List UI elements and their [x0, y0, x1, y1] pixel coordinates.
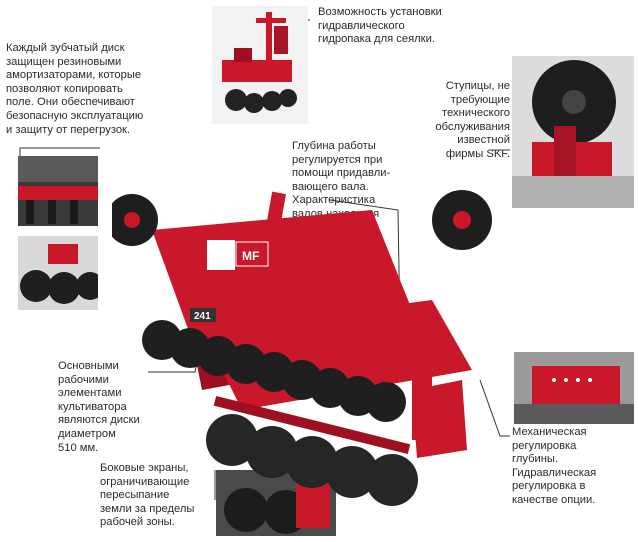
inset-seeder-photo: [212, 6, 308, 124]
caption-flex-discs: Каждый зубчатый диск защищен резиновыми …: [6, 42, 144, 136]
model-label: 241: [194, 311, 211, 322]
inset-depth-adjust-photo: [514, 352, 634, 424]
inset-side-shields-photo: [216, 470, 336, 536]
caption-hubs: Ступицы, не требующие технического обслу…: [435, 80, 510, 160]
brand-label: MF: [242, 249, 259, 263]
inset-disc-gang-photo: [18, 236, 98, 310]
disc-harrow-illustration: MF 241: [112, 190, 492, 506]
inset-hub-photo: [512, 56, 634, 208]
caption-side-shields: Боковые экраны, ограничивающие пересыпан…: [100, 462, 195, 529]
inset-flex-discs-photo: [18, 156, 98, 226]
caption-working-discs: Основными рабочими элементами культивато…: [58, 360, 140, 454]
caption-seeder: Возможность установки гидравлического ги…: [318, 6, 442, 46]
caption-depth-adjust: Механическая регулировка глубины. Гидрав…: [512, 426, 597, 506]
